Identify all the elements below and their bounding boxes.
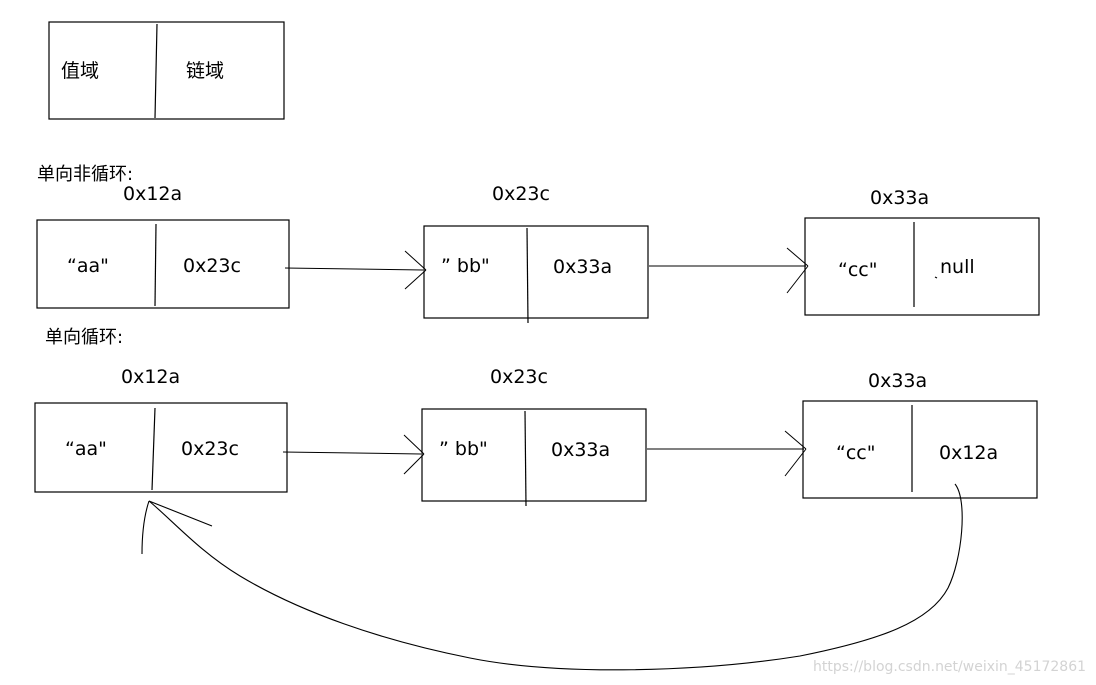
legend-box (48, 21, 285, 120)
node-value: “cc" (836, 442, 875, 464)
pointer-arrow (284, 250, 427, 290)
node-box (34, 402, 288, 493)
pen-dot (934, 276, 938, 279)
node-divider (524, 410, 527, 507)
node-box (802, 400, 1038, 499)
node-box (421, 408, 647, 502)
node-next-pointer: 0x33a (553, 256, 612, 278)
watermark: https://blog.csdn.net/weixin_45172861 (813, 659, 1086, 675)
heading-circular: 单向循环: (45, 327, 123, 348)
node-address: 0x12a (123, 183, 182, 205)
circular-return-arrow (148, 483, 963, 671)
circular-return-arrowhead (141, 500, 213, 555)
node-value: ” bb" (441, 255, 490, 277)
node-address: 0x12a (121, 366, 180, 388)
node-next-pointer: 0x33a (551, 439, 610, 461)
legend-divider (154, 23, 158, 119)
node-value: “aa" (65, 438, 107, 460)
pointer-arrow (649, 247, 809, 294)
node-next-pointer: 0x23c (181, 438, 239, 460)
node-address: 0x33a (868, 370, 927, 392)
list-node: 0x33a “cc" null (804, 187, 1040, 316)
node-next-pointer: 0x23c (183, 255, 241, 277)
list-node: 0x23c ” bb" 0x33a (421, 366, 647, 507)
pointer-arrow (282, 434, 425, 475)
node-address: 0x23c (490, 366, 548, 388)
node-divider (154, 223, 157, 307)
heading-non-circular: 单向非循环: (37, 164, 133, 185)
node-value: ” bb" (439, 438, 488, 460)
list-node: 0x33a “cc" 0x12a (802, 370, 1038, 499)
node-next-pointer: null (940, 256, 975, 278)
list-node: 0x23c ” bb" 0x33a (423, 183, 649, 324)
node-value: “aa" (67, 255, 109, 277)
node-box (423, 225, 649, 319)
list-node: 0x12a “aa" 0x23c (34, 366, 288, 493)
node-box (804, 217, 1040, 316)
node-next-pointer: 0x12a (939, 442, 998, 464)
pointer-arrow (647, 430, 807, 477)
list-node: 0x12a “aa" 0x23c (36, 183, 290, 309)
legend-link-field: 链域 (186, 60, 224, 82)
node-value: “cc" (838, 259, 877, 281)
node-divider (526, 227, 529, 324)
legend-node: 值域 链域 (48, 21, 285, 120)
node-address: 0x23c (492, 183, 550, 205)
node-box (36, 219, 290, 309)
node-address: 0x33a (870, 187, 929, 209)
node-divider (151, 407, 156, 491)
legend-value-field: 值域 (61, 60, 99, 82)
